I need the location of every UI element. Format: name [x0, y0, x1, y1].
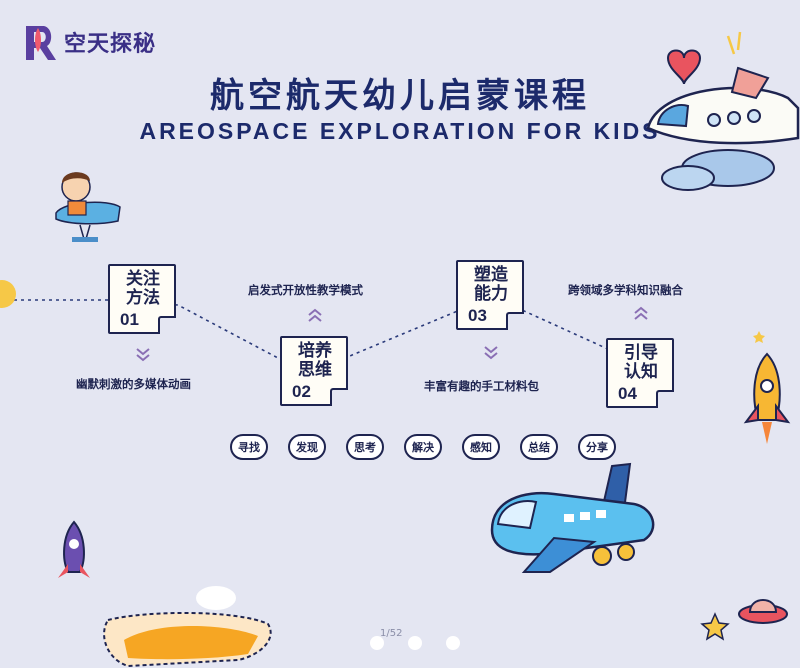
- step-label-line2: 认知: [624, 362, 658, 382]
- pill-summarize[interactable]: 总结: [520, 434, 558, 460]
- step-number: 02: [292, 382, 311, 401]
- page-fold-decoration: [506, 312, 524, 330]
- brand-name: 空天探秘: [64, 32, 157, 57]
- step-label-line2: 能力: [474, 284, 508, 304]
- star-icon: [753, 331, 765, 343]
- star-icon: [700, 612, 730, 641]
- chevron-up-icon: [308, 308, 322, 322]
- step-label-line1: 关注: [126, 269, 160, 289]
- page-fold-decoration: [158, 316, 176, 334]
- pill-discover[interactable]: 发现: [288, 434, 326, 460]
- rocket-logo-icon: [26, 26, 56, 60]
- small-rocket-illustration: [58, 520, 90, 578]
- pager-dot[interactable]: [446, 636, 460, 650]
- pager-dot[interactable]: [370, 636, 384, 650]
- page-title: 航空航天幼儿启蒙课程: [210, 76, 590, 116]
- brand-logo[interactable]: 空天探秘: [22, 22, 156, 62]
- step-number: 03: [468, 306, 487, 325]
- pill-share[interactable]: 分享: [578, 434, 616, 460]
- page-fold-decoration: [330, 388, 348, 406]
- step-label-line1: 引导: [624, 343, 658, 363]
- chevron-up-icon: [634, 306, 648, 320]
- ufo-icon: [738, 599, 788, 624]
- step-number: 01: [120, 310, 139, 329]
- step-number: 04: [618, 384, 637, 403]
- page-indicator: 1/52: [380, 628, 403, 639]
- step-caption-1: 幽默刺激的多媒体动画: [76, 377, 191, 391]
- chevron-down-icon: [136, 348, 150, 362]
- orange-plane-illustration: [103, 586, 272, 668]
- chevron-down-icon: [484, 346, 498, 360]
- step-card-1[interactable]: 关注方法 01: [108, 264, 176, 334]
- step-label-line2: 方法: [126, 288, 160, 308]
- learning-steps-row: 寻找 发现 思考 解决 感知 总结 分享: [230, 434, 616, 460]
- pager-dot[interactable]: [408, 636, 422, 650]
- step-card-2[interactable]: 培养思维 02: [280, 336, 348, 406]
- pill-perceive[interactable]: 感知: [462, 434, 500, 460]
- step-label-line1: 培养: [298, 341, 332, 361]
- step-label-line2: 思维: [298, 360, 332, 380]
- rocket-illustration: [743, 352, 791, 444]
- boy-on-plane-illustration: [55, 172, 121, 242]
- step-caption-2: 启发式开放性教学模式: [248, 283, 363, 297]
- pill-think[interactable]: 思考: [346, 434, 384, 460]
- page-fold-decoration: [656, 390, 674, 408]
- pill-seek[interactable]: 寻找: [230, 434, 268, 460]
- step-card-4[interactable]: 引导认知 04: [606, 338, 674, 408]
- step-label-line1: 塑造: [474, 265, 508, 285]
- page-subtitle: AREOSPACE EXPLORATION FOR KIDS: [139, 118, 661, 144]
- step-card-3[interactable]: 塑造能力 03: [456, 260, 524, 330]
- pill-solve[interactable]: 解决: [404, 434, 442, 460]
- blue-airplane-illustration: [490, 462, 655, 573]
- airplane-illustration: [646, 31, 800, 191]
- step-caption-3: 丰富有趣的手工材料包: [424, 379, 539, 393]
- step-caption-4: 跨领域多学科知识融合: [568, 283, 683, 297]
